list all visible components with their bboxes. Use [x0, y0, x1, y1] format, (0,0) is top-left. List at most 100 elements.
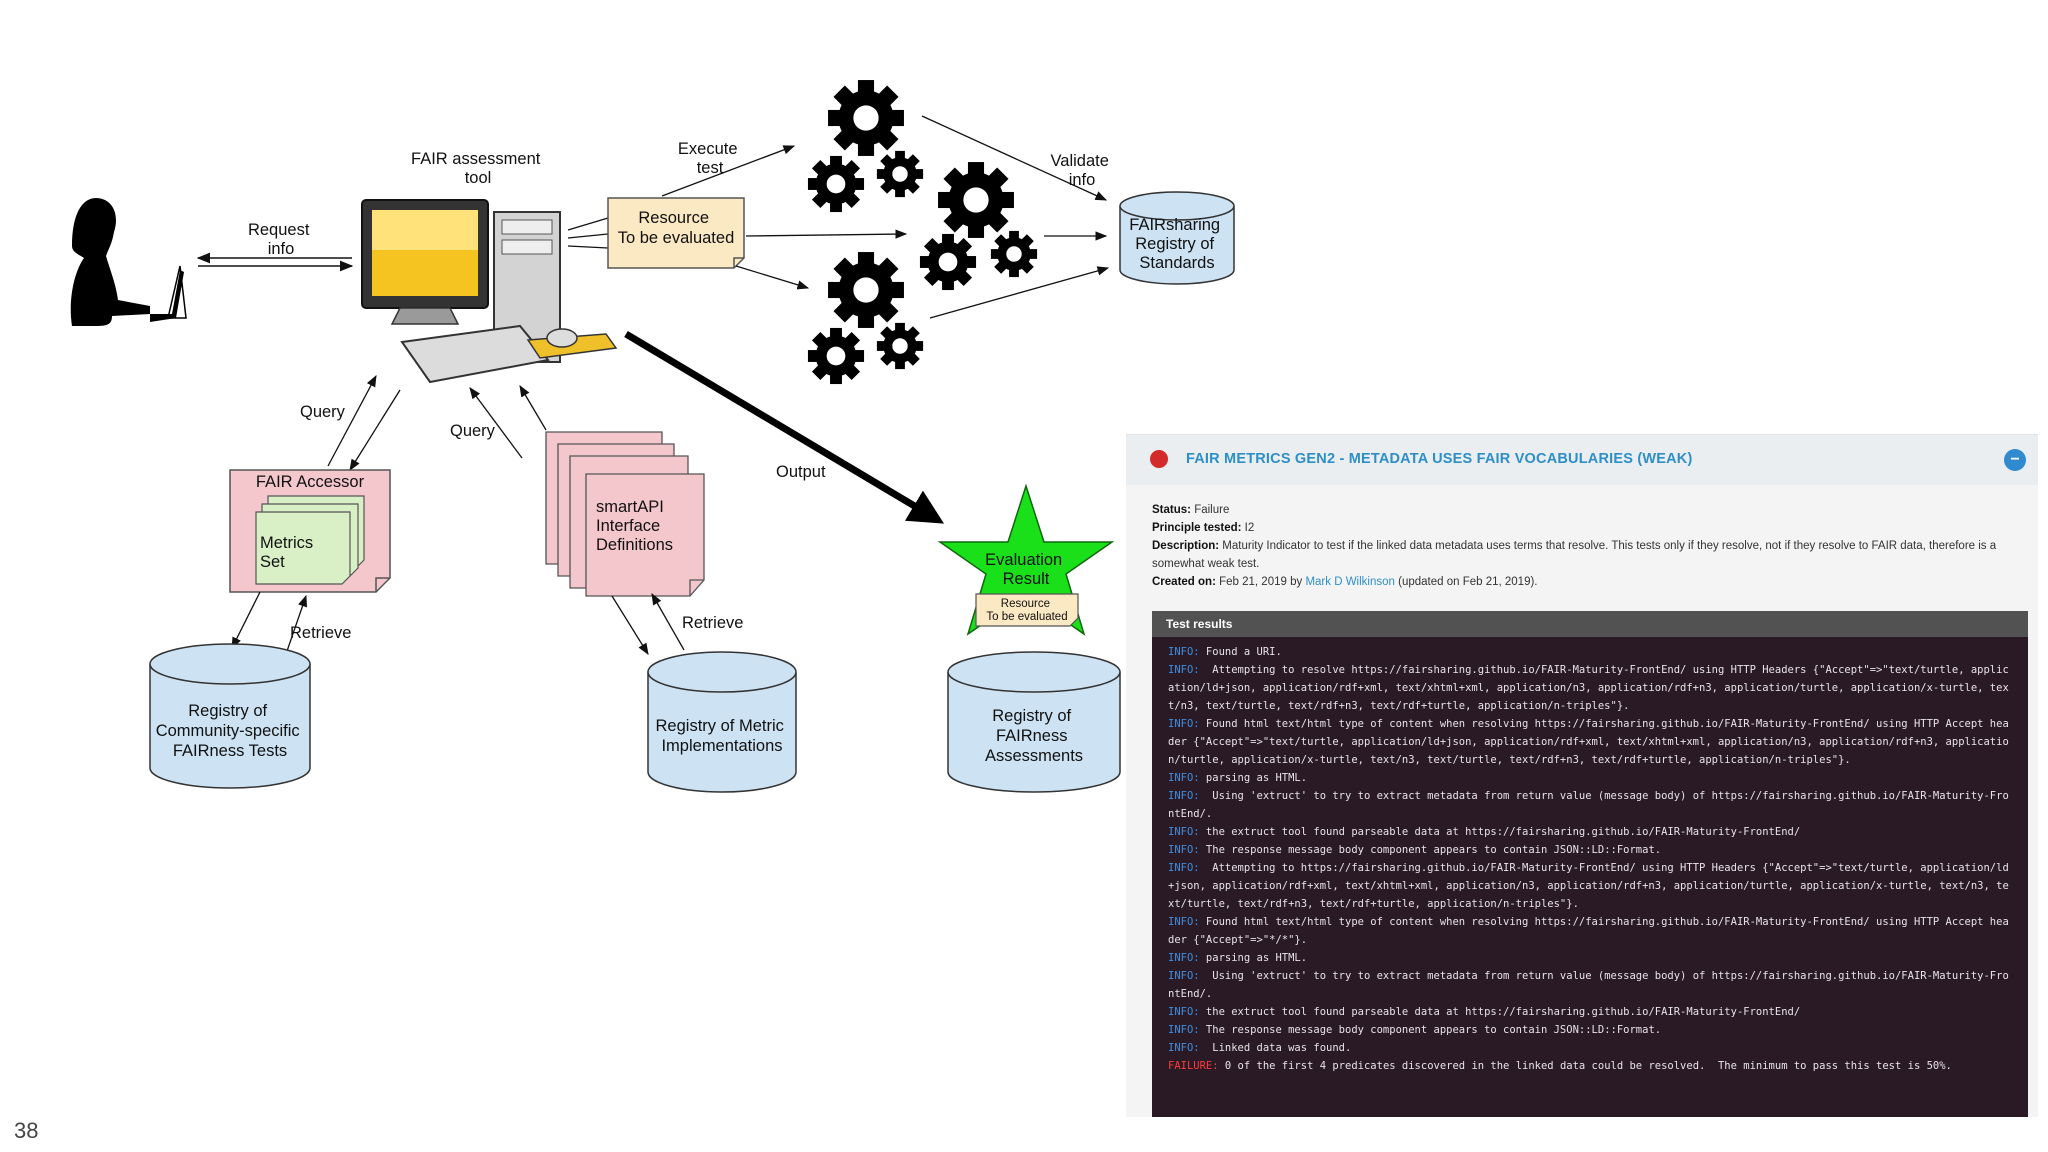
evaluation-result: Evaluation Result Resource To be evaluat… — [937, 483, 1115, 636]
computer-icon — [361, 199, 618, 384]
log-level: INFO: — [1168, 844, 1200, 856]
svg-text:Registry of Community-sp: Registry of Community-specific FAIRness … — [156, 702, 305, 760]
gear-cluster — [807, 80, 1038, 385]
test-log: INFO: Found a URI.INFO: Attempting to re… — [1152, 637, 2028, 1075]
description-value: Maturity Indicator to test if the linked… — [1152, 540, 1997, 570]
log-level: INFO: — [1168, 1006, 1200, 1018]
tool-to-resource-lines — [567, 217, 609, 249]
svg-text:Registry of FAIRness: Registry of FAIRness Assessments — [985, 707, 1083, 765]
log-level: INFO: — [1168, 970, 1200, 982]
log-line: INFO: Found a URI. — [1168, 643, 2014, 661]
test-results-box: Test results INFO: Found a URI.INFO: Att… — [1152, 611, 2028, 1117]
gear-icon — [828, 252, 904, 328]
resource-note: Resource To be evaluated — [607, 197, 745, 269]
log-message: parsing as HTML. — [1199, 772, 1308, 784]
svg-text:smartAPI Interface: smartAPI Interface Definitions — [596, 498, 673, 554]
label-output: Output — [776, 463, 826, 481]
execute-test-arrows — [661, 145, 908, 290]
collapse-icon[interactable]: − — [2004, 449, 2026, 471]
log-line: INFO: Found html text/html type of conte… — [1168, 715, 2014, 769]
log-message: The response message body component appe… — [1199, 844, 1662, 856]
panel-header[interactable]: FAIR METRICS GEN2 - METADATA USES FAIR V… — [1126, 435, 2038, 485]
resource-note-line2: To be evaluated — [618, 229, 735, 247]
log-message: Attempting to https://fairsharing.github… — [1168, 862, 2009, 910]
label-fair-assessment-tool: FAIR assessment tool — [411, 150, 545, 187]
log-line: INFO: Using 'extruct' to try to extract … — [1168, 967, 2014, 1003]
registry-community-tests-db: Registry of Community-specific FAIRness … — [149, 643, 311, 789]
log-message: Linked data was found. — [1199, 1042, 1352, 1054]
gear-icon — [828, 80, 904, 156]
gear-icon — [876, 322, 924, 370]
status-value: Failure — [1194, 504, 1230, 516]
log-line: FAILURE: 0 of the first 4 predicates dis… — [1168, 1057, 2014, 1075]
fairsharing-registry-db: FAIRsharing Registry of Standards — [1119, 191, 1235, 285]
fair-accessor: FAIR Accessor Metrics Set — [229, 469, 391, 593]
log-line: INFO: the extruct tool found parseable d… — [1168, 1003, 2014, 1021]
log-level: INFO: — [1168, 916, 1200, 928]
log-level: INFO: — [1168, 1042, 1200, 1054]
svg-text:Resource To be evaluated: Resource To be evaluated — [618, 209, 735, 247]
status-row: Status: Failure — [1152, 504, 1230, 516]
log-level: INFO: — [1168, 646, 1200, 658]
gear-icon — [938, 162, 1014, 238]
svg-text:Metrics Set: Metrics Set — [260, 534, 318, 571]
registry-fairness-assessments-db: Registry of FAIRness Assessments — [947, 651, 1121, 793]
label-query-right: Query — [450, 422, 496, 440]
status-dot-icon — [1150, 450, 1168, 468]
gear-icon — [990, 230, 1038, 278]
principle-value: I2 — [1244, 522, 1255, 534]
log-level: INFO: — [1168, 1024, 1200, 1036]
log-line: INFO: parsing as HTML. — [1168, 769, 2014, 787]
log-line: INFO: the extruct tool found parseable d… — [1168, 823, 2014, 841]
label-query-left: Query — [300, 403, 346, 421]
svg-text:Resource To be evaluated: Resource To be evaluated — [986, 598, 1067, 623]
log-message: the extruct tool found parseable data at… — [1199, 826, 1801, 838]
test-metadata: Status: Failure Principle tested: I2 Des… — [1152, 501, 2020, 591]
result-note-line2: To be evaluated — [986, 611, 1067, 623]
log-message: Attempting to resolve https://fairsharin… — [1168, 664, 2009, 712]
retrieve-arrows-left — [231, 591, 307, 655]
svg-text:FAIRsharing Registry of: FAIRsharing Registry of Standards — [1129, 216, 1224, 272]
log-line: INFO: The response message body componen… — [1168, 1021, 2014, 1039]
log-line: INFO: Using 'extruct' to try to extract … — [1168, 787, 2014, 823]
log-level: INFO: — [1168, 718, 1200, 730]
person-at-laptop-icon — [70, 198, 187, 326]
slide-number: 38 — [14, 1118, 39, 1143]
smartapi-definitions: smartAPI Interface Definitions — [545, 431, 705, 597]
log-level: INFO: — [1168, 772, 1200, 784]
gear-icon — [807, 327, 865, 385]
log-message: Using 'extruct' to try to extract metada… — [1168, 970, 2009, 1000]
log-level: INFO: — [1168, 664, 1200, 676]
gear-icon — [919, 233, 977, 291]
author-link[interactable]: Mark D Wilkinson — [1305, 576, 1395, 588]
test-results-header: Test results — [1152, 611, 2028, 637]
label-request-info: Request info — [248, 221, 314, 258]
description-row: Description: Maturity Indicator to test … — [1152, 540, 1997, 570]
log-line: INFO: Found html text/html type of conte… — [1168, 913, 2014, 949]
created-row: Created on: Feb 21, 2019 by Mark D Wilki… — [1152, 576, 1538, 588]
label-validate-info: Validate info — [1051, 152, 1114, 189]
log-message: Using 'extruct' to try to extract metada… — [1168, 790, 2009, 820]
log-message: Found a URI. — [1199, 646, 1282, 658]
log-line: INFO: Attempting to resolve https://fair… — [1168, 661, 2014, 715]
query-arrows-right — [469, 384, 547, 459]
log-message: Found html text/html type of content whe… — [1168, 718, 2009, 766]
result-note-line1: Resource — [1001, 598, 1050, 610]
log-level: INFO: — [1168, 862, 1200, 874]
log-level: INFO: — [1168, 790, 1200, 802]
retrieve-arrows-right — [611, 592, 685, 655]
svg-text:Registry of Metric Imple: Registry of Metric Implementations — [656, 717, 789, 755]
panel-title[interactable]: FAIR METRICS GEN2 - METADATA USES FAIR V… — [1186, 451, 1693, 467]
log-line: INFO: Attempting to https://fairsharing.… — [1168, 859, 2014, 913]
output-arrow — [624, 330, 945, 524]
metrics-set-stack: Metrics Set — [255, 495, 365, 585]
log-message: the extruct tool found parseable data at… — [1199, 1006, 1801, 1018]
log-message: parsing as HTML. — [1199, 952, 1308, 964]
log-line: INFO: The response message body componen… — [1168, 841, 2014, 859]
gear-icon — [807, 155, 865, 213]
svg-text:Evaluation Result: Evaluation Result — [985, 551, 1067, 588]
principle-row: Principle tested: I2 — [1152, 522, 1255, 534]
log-level: INFO: — [1168, 952, 1200, 964]
registry-metric-implementations-db: Registry of Metric Implementations — [647, 651, 797, 793]
